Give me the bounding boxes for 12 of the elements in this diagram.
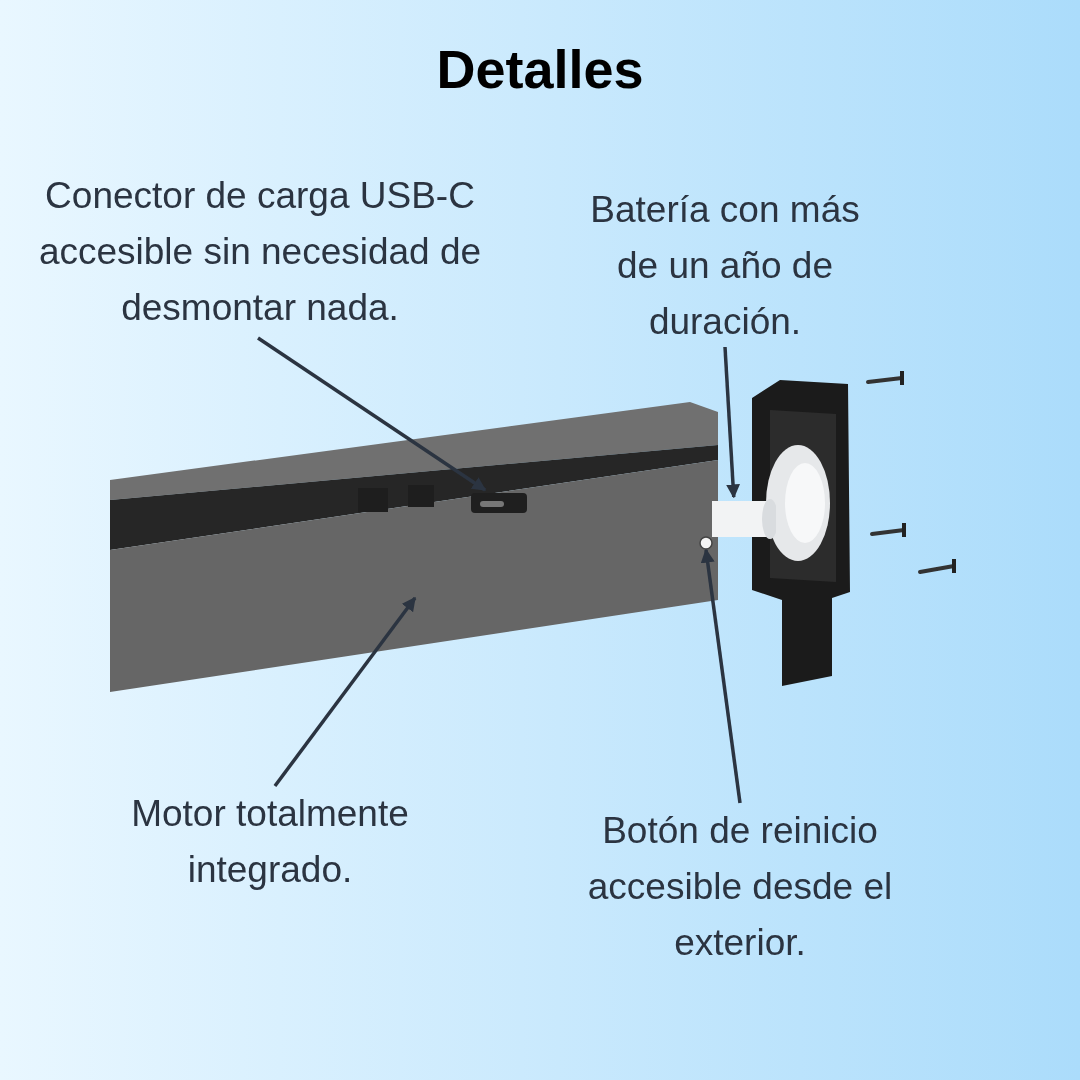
- reset-button-hole: [699, 536, 713, 550]
- leader-line: [257, 336, 487, 492]
- title: Detalles: [436, 38, 644, 100]
- leader-line: [273, 596, 417, 788]
- leader-line: [723, 346, 740, 499]
- callout-text: Motor totalmente integrado.: [130, 792, 410, 892]
- battery-cylinder: [712, 497, 776, 541]
- callout-text: Botón de reinicio accesible desde el exterior.: [586, 809, 894, 965]
- callout-text: Conector de carga USB-C accesible sin necesidad de desmontar nada.: [37, 174, 483, 330]
- usb-port: [470, 490, 528, 516]
- leader-line: [700, 548, 742, 804]
- callout-text: Batería con más de un año de duración.: [589, 188, 861, 344]
